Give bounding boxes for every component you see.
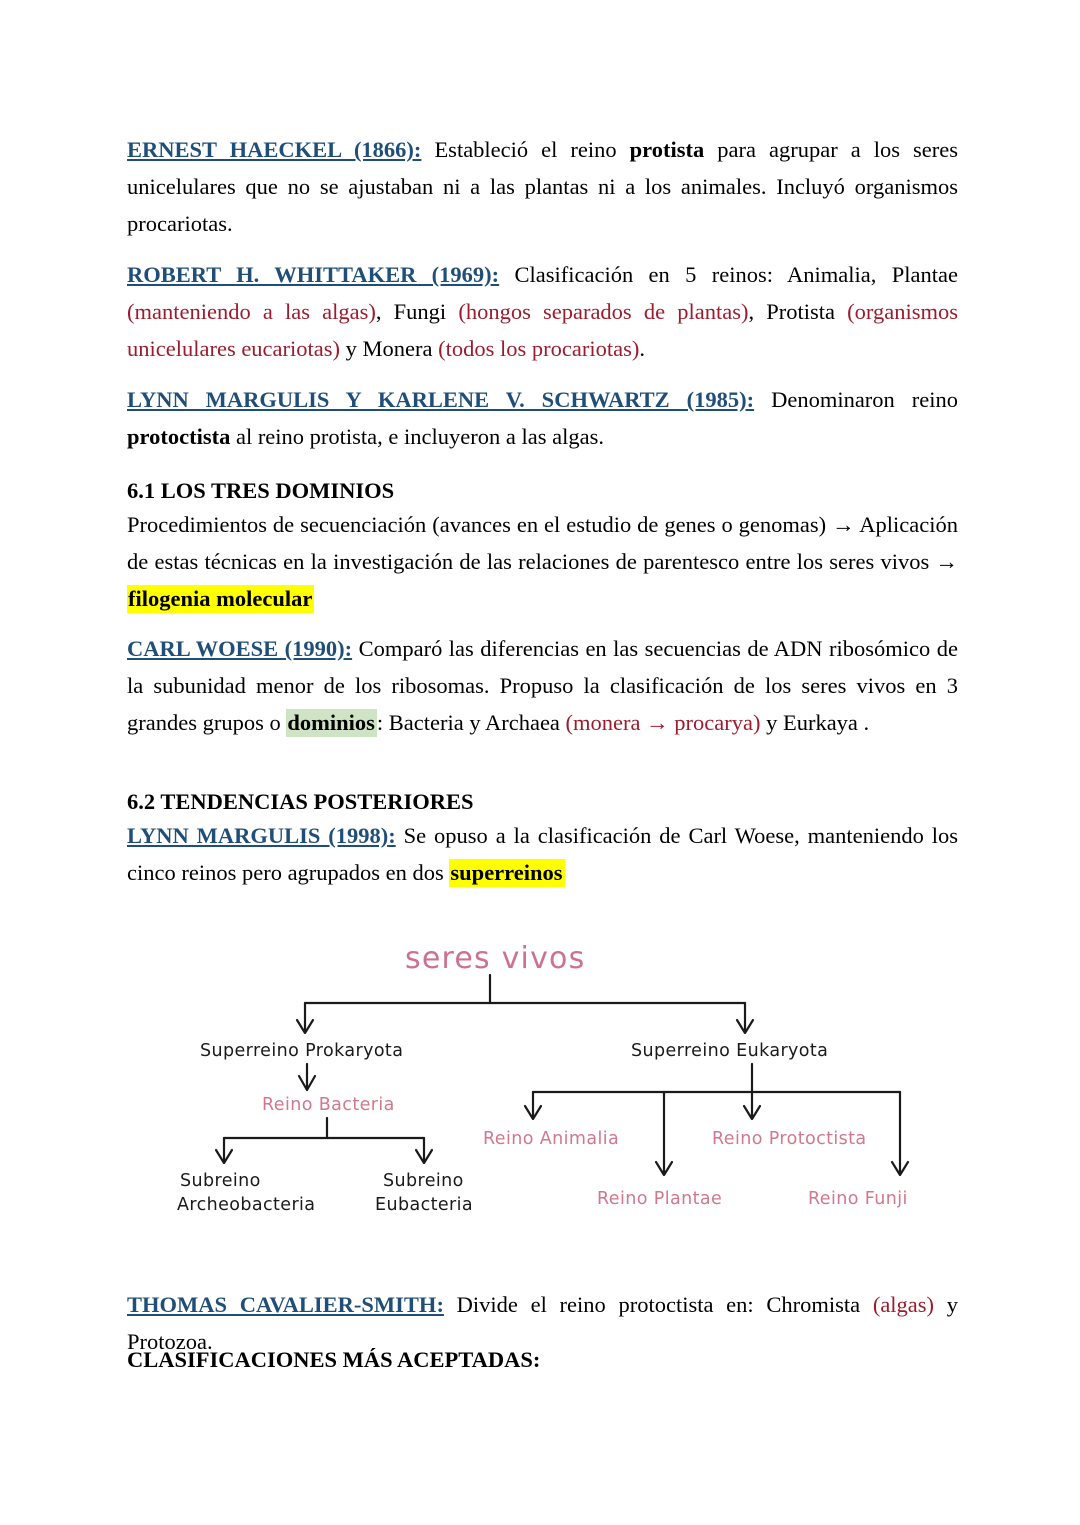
document-page: ERNEST HAECKEL (1866): Estableció el rei… xyxy=(127,0,958,1525)
arrowhead-funji xyxy=(890,1160,910,1177)
paragraph-text: Procedimientos de secuenciación (avances… xyxy=(127,506,958,617)
margulis-text-2: al reino protista, e incluyeron a las al… xyxy=(230,424,604,449)
arrowhead-archeobacteria xyxy=(214,1148,234,1165)
paragraph-text: LYNN MARGULIS Y KARLENE V. SCHWARTZ (198… xyxy=(127,381,958,455)
whittaker-text-2: , Fungi xyxy=(375,299,459,324)
node-reino-protoctista: Reino Protoctista xyxy=(712,1129,867,1149)
handwritten-taxonomy-diagram: seres vivos Superreino Prokaryota Superr… xyxy=(0,920,960,1220)
section-61-title: 6.1 LOS TRES DOMINIOS xyxy=(127,478,395,503)
woese-red-1: (monera → procarya) xyxy=(565,710,761,735)
lead-in-whittaker: ROBERT H. WHITTAKER (1969): xyxy=(127,262,500,287)
node-superreino-eukaryota: Superreino Eukaryota xyxy=(631,1041,828,1061)
highlight-superreinos: superreinos xyxy=(449,859,565,887)
whittaker-text-3: , Protista xyxy=(748,299,848,324)
arrowhead-reino-bacteria xyxy=(297,1074,317,1092)
cavalier-red-1: (algas) xyxy=(872,1292,935,1317)
paragraph-margulis-schwartz: LYNN MARGULIS Y KARLENE V. SCHWARTZ (198… xyxy=(127,381,958,455)
woese-text-2: : Bacteria y Archaea xyxy=(376,710,566,735)
node-reino-bacteria: Reino Bacteria xyxy=(262,1095,395,1115)
node-subreino-label-2: Subreino xyxy=(383,1171,464,1191)
paragraph-text: LYNN MARGULIS (1998): Se opuso a la clas… xyxy=(127,817,958,891)
paragraph-text: CARL WOESE (1990): Comparó las diferenci… xyxy=(127,630,958,741)
node-subreino-label-1: Subreino xyxy=(180,1171,261,1191)
haeckel-text-2: para agrupar a los seres unicelulares qu… xyxy=(127,137,958,236)
node-superreino-prokaryota: Superreino Prokaryota xyxy=(200,1041,403,1061)
arrowhead-prokaryota xyxy=(295,1018,315,1035)
section-61-body: Procedimientos de secuenciación (avances… xyxy=(127,506,958,617)
arrowhead-eubacteria xyxy=(414,1148,434,1165)
paragraph-text: THOMAS CAVALIER-SMITH: Divide el reino p… xyxy=(127,1286,958,1360)
node-reino-animalia: Reino Animalia xyxy=(483,1129,619,1149)
arrowhead-plantae xyxy=(654,1160,674,1177)
margulis-bold-protoctista: protoctista xyxy=(127,424,231,449)
arrowhead-protoctista xyxy=(742,1104,762,1121)
paragraph-woese: CARL WOESE (1990): Comparó las diferenci… xyxy=(127,630,958,741)
paragraph-text: ERNEST HAECKEL (1866): Estableció el rei… xyxy=(127,131,958,242)
paragraph-text: ROBERT H. WHITTAKER (1969): Clasificació… xyxy=(127,256,958,367)
node-subreino-eubacteria: Eubacteria xyxy=(375,1195,473,1215)
paragraph-whittaker: ROBERT H. WHITTAKER (1969): Clasificació… xyxy=(127,256,958,367)
paragraph-cavalier-smith: THOMAS CAVALIER-SMITH: Divide el reino p… xyxy=(127,1286,958,1360)
haeckel-text-1: Estableció el reino xyxy=(421,137,630,162)
diagram-title: seres vivos xyxy=(405,941,585,976)
cavalier-text-2: y Protozoa. xyxy=(127,1292,959,1354)
section-heading-61: 6.1 LOS TRES DOMINIOS xyxy=(127,474,958,508)
section-62-text: Se opuso a la clasificación de Carl Woes… xyxy=(127,823,958,885)
section-heading-62: 6.2 TENDENCIAS POSTERIORES xyxy=(127,785,958,819)
lead-in-margulis-1998: LYNN MARGULIS (1998): xyxy=(127,823,396,848)
highlight-filogenia-molecular: filogenia molecular xyxy=(127,585,315,613)
clasificaciones-title: CLASIFICACIONES MÁS ACEPTADAS: xyxy=(127,1347,541,1372)
section-heading-clasificaciones: CLASIFICACIONES MÁS ACEPTADAS: xyxy=(127,1343,958,1377)
node-subreino-archeobacteria: Archeobacteria xyxy=(177,1195,315,1215)
whittaker-red-1: (manteniendo a las algas) xyxy=(127,299,376,324)
whittaker-text-4: y Monera xyxy=(340,336,439,361)
section-62-body: LYNN MARGULIS (1998): Se opuso a la clas… xyxy=(127,817,958,891)
whittaker-red-2: (hongos separados de plantas) xyxy=(458,299,749,324)
woese-text-1: Comparó las diferencias en las secuencia… xyxy=(127,636,958,735)
cavalier-text-1: Divide el reino protoctista en: Chromist… xyxy=(443,1292,873,1317)
arrowhead-eukaryota xyxy=(735,1018,755,1035)
node-reino-plantae: Reino Plantae xyxy=(597,1189,722,1209)
whittaker-text-1: Clasificación en 5 reinos: Animalia, Pla… xyxy=(499,262,958,287)
arrowhead-animalia xyxy=(523,1104,543,1121)
paragraph-haeckel: ERNEST HAECKEL (1866): Estableció el rei… xyxy=(127,131,958,242)
whittaker-text-5: . xyxy=(639,336,645,361)
whittaker-red-3: (organismos unicelulares eucariotas) xyxy=(127,299,958,361)
node-reino-funji: Reino Funji xyxy=(808,1189,908,1209)
section-61-text: Procedimientos de secuenciación (avances… xyxy=(127,512,958,574)
lead-in-cavalier-smith: THOMAS CAVALIER-SMITH: xyxy=(127,1292,444,1317)
margulis-text-1: Denominaron reino xyxy=(754,387,958,412)
woese-text-3: y Eurkaya . xyxy=(760,710,870,735)
lead-in-margulis-schwartz: LYNN MARGULIS Y KARLENE V. SCHWARTZ (198… xyxy=(127,387,755,412)
section-62-title: 6.2 TENDENCIAS POSTERIORES xyxy=(127,789,474,814)
lead-in-woese: CARL WOESE (1990): xyxy=(127,636,353,661)
haeckel-bold-protista: protista xyxy=(629,137,705,162)
highlight-dominios: dominios xyxy=(286,709,377,737)
lead-in-haeckel: ERNEST HAECKEL (1866): xyxy=(127,137,422,162)
whittaker-red-4: (todos los procariotas) xyxy=(438,336,640,361)
